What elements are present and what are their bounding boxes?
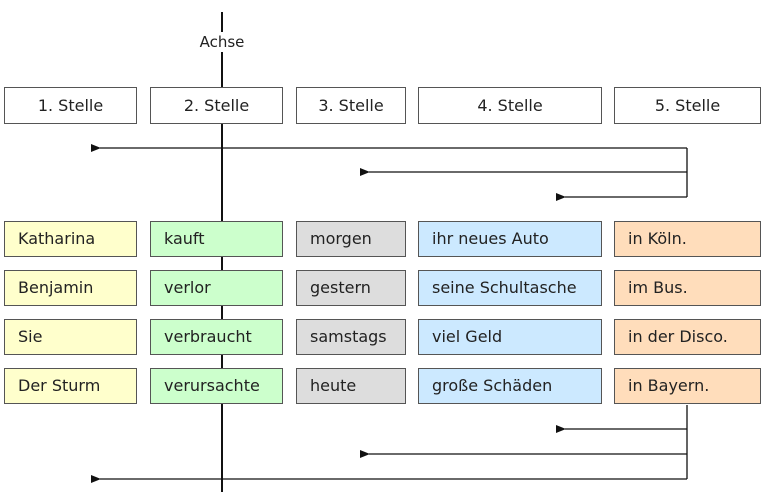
axis-label: Achse <box>182 32 262 52</box>
cell-subject: Benjamin <box>4 270 137 306</box>
cell-time: morgen <box>296 221 406 257</box>
cell-place: in Köln. <box>614 221 761 257</box>
cell-object: ihr neues Auto <box>418 221 602 257</box>
cell-place: in der Disco. <box>614 319 761 355</box>
header-position-2: 2. Stelle <box>150 87 283 124</box>
cell-time: gestern <box>296 270 406 306</box>
cell-subject: Der Sturm <box>4 368 137 404</box>
cell-subject: Katharina <box>4 221 137 257</box>
cell-object: seine Schultasche <box>418 270 602 306</box>
cell-object: viel Geld <box>418 319 602 355</box>
header-position-4: 4. Stelle <box>418 87 602 124</box>
cell-place: im Bus. <box>614 270 761 306</box>
cell-place: in Bayern. <box>614 368 761 404</box>
cell-verb: verlor <box>150 270 283 306</box>
header-position-1: 1. Stelle <box>4 87 137 124</box>
cell-verb: kauft <box>150 221 283 257</box>
cell-object: große Schäden <box>418 368 602 404</box>
header-position-5: 5. Stelle <box>614 87 761 124</box>
header-position-3: 3. Stelle <box>296 87 406 124</box>
cell-time: samstags <box>296 319 406 355</box>
cell-subject: Sie <box>4 319 137 355</box>
cell-verb: verursachte <box>150 368 283 404</box>
cell-time: heute <box>296 368 406 404</box>
cell-verb: verbraucht <box>150 319 283 355</box>
